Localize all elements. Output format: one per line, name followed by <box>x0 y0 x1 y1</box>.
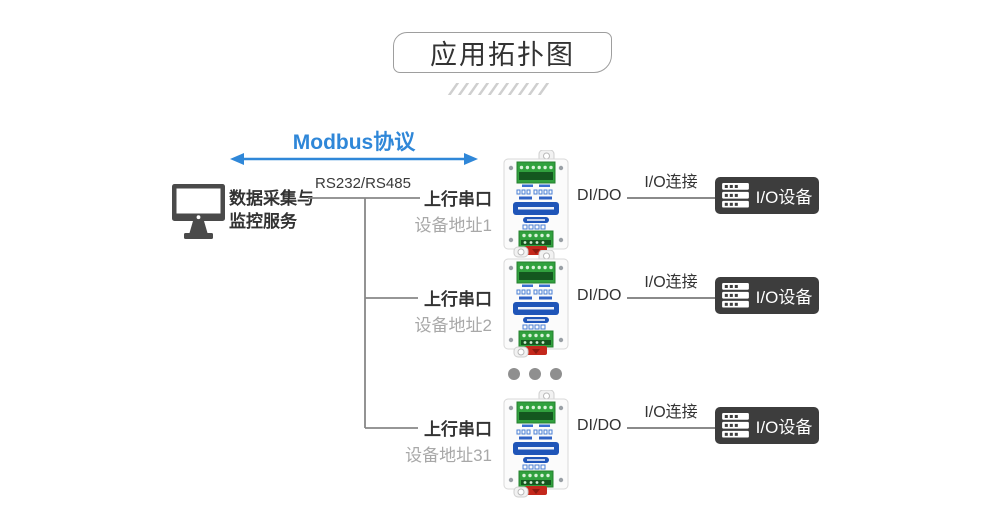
io-device-label: I/O设备 <box>755 418 813 437</box>
io-device-label: I/O设备 <box>755 288 813 307</box>
io-device-box: I/O设备 <box>715 407 819 444</box>
monitor-icon <box>172 184 225 239</box>
device-row-1: 上行串口 设备地址1 DI/DO I/O连接 I/O设备 <box>0 148 1000 270</box>
host-label: 数据采集与 监控服务 <box>229 187 314 233</box>
io-module-icon <box>503 390 569 498</box>
io-link-label: I/O连接 <box>644 274 698 291</box>
io-link-wire <box>627 197 715 199</box>
io-link-wire <box>627 297 715 299</box>
io-device-label: I/O设备 <box>755 188 813 207</box>
diagram-title-text: 应用拓扑图 <box>430 40 575 70</box>
device-row-3: 上行串口 设备地址31 DI/DO I/O连接 I/O设备 <box>0 378 1000 500</box>
dido-label: DI/DO <box>577 417 622 434</box>
more-devices-ellipsis <box>508 368 562 380</box>
device-row-2: 上行串口 设备地址2 DI/DO I/O连接 I/O设备 <box>0 248 1000 370</box>
double-arrow-icon <box>230 153 478 165</box>
dido-label: DI/DO <box>577 187 622 204</box>
host-label-line2: 监控服务 <box>229 212 297 231</box>
device-address-label: 设备地址2 <box>414 316 492 335</box>
dido-label: DI/DO <box>577 287 622 304</box>
io-device-box: I/O设备 <box>715 177 819 214</box>
io-link-label: I/O连接 <box>644 404 698 421</box>
io-module-icon <box>503 150 569 258</box>
uplink-port-label: 上行串口 <box>424 190 492 209</box>
io-module-icon <box>503 250 569 358</box>
server-icon <box>721 283 749 308</box>
protocol-label: Modbus协议 <box>292 131 416 154</box>
device-address-label: 设备地址1 <box>414 216 492 235</box>
io-link-label: I/O连接 <box>644 174 698 191</box>
uplink-port-label: 上行串口 <box>424 420 492 439</box>
server-icon <box>721 413 749 438</box>
host-label-line1: 数据采集与 <box>229 189 314 208</box>
bus-label: RS232/RS485 <box>315 175 411 192</box>
uplink-port-label: 上行串口 <box>424 290 492 309</box>
server-icon <box>721 183 749 208</box>
device-address-label: 设备地址31 <box>405 446 492 465</box>
io-device-box: I/O设备 <box>715 277 819 314</box>
io-link-wire <box>627 427 715 429</box>
diagram-title: 应用拓扑图 <box>393 32 612 73</box>
